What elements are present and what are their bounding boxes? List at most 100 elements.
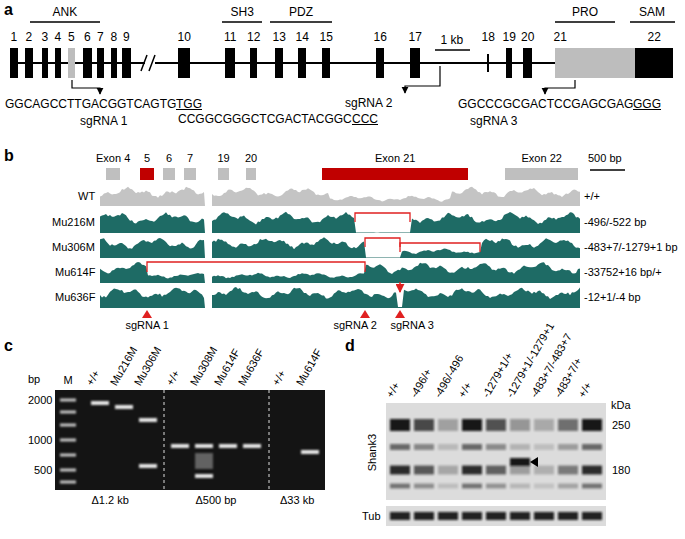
lane-label: +/+ [576,380,595,400]
ladder-band [60,399,76,402]
lane-label: -496/+ [408,366,435,400]
gel-band [243,444,261,448]
exon-box [505,168,578,180]
coverage-track [212,187,580,206]
scale-label: 500 bp [588,152,622,165]
deletion-arrow [399,282,401,292]
genotype-label: -496/-522 bp [584,216,646,229]
blot-band [558,444,578,450]
gel-band [195,474,213,478]
sample-name: Mu636F [55,291,95,304]
exon-number: 5 [68,30,75,44]
sample-name: Mu216M [52,216,95,229]
scale-label: 1 kb [441,33,464,47]
domain-bar [30,21,675,23]
scale-bar [435,49,470,51]
blot-band [582,484,602,489]
genotype-label: -483+7/-1279+1 bp [584,241,678,254]
size-marker: 250 [612,419,630,432]
deletion-bracket [400,243,480,252]
exon-box [218,168,229,180]
blot-band [486,484,506,489]
coverage-track [100,212,205,233]
coverage-track [100,187,205,206]
blot-band [486,466,506,475]
exon-number: 9 [123,30,130,44]
sample-name: WT [78,190,95,203]
pam-sequence: GGG [633,97,661,111]
panel-letter: d [345,336,355,355]
coverage-track [212,287,580,308]
panel-letter: b [4,146,14,165]
sgrna-label: sgRNA 2 [345,96,392,110]
exon-number: 16 [374,30,387,44]
deletion-label: Δ33 kb [280,494,314,507]
sgrna-label: sgRNA 3 [391,319,434,332]
blot-band [534,484,554,489]
exon-box [410,48,420,78]
exon-box [523,48,532,78]
exon-box [83,48,92,78]
blot-band [414,466,434,475]
exon-box [275,48,283,78]
exon-label: Exon 22 [522,152,562,165]
blot-band [438,444,458,450]
coverage-track [100,262,205,283]
exon-number: 2 [26,30,33,44]
exon-box [246,168,256,180]
exon-box [55,48,61,78]
blot-band [582,466,602,475]
coverage-track [212,237,580,258]
blot-band [462,444,482,450]
lane-label: +/+ [84,368,103,388]
blot-band [510,466,530,475]
blot-band [534,419,554,431]
blot-band [582,419,602,431]
lane-label: +/+ [164,368,183,388]
exon-box [184,168,196,180]
exon-box [250,48,257,78]
blot-band [486,419,506,431]
protein-label: Tub [362,510,381,523]
domain-label: PRO [572,5,598,19]
sgrna-pointer [72,80,100,94]
sgrna-marker [142,310,152,318]
lane-label: +/+ [270,368,289,388]
gel-band [139,418,157,422]
gel-image [55,390,325,490]
blot-band [558,419,578,431]
sgrna-sequence: CCGGCGGGCTCGACTACGGC [178,112,352,126]
exon-box [322,48,330,78]
blot-band [510,444,530,450]
sgrna-label: sgRNA 3 [470,114,517,128]
exon-box [298,48,306,78]
ladder-band [60,411,76,414]
sgrna-sequence: GGCAGCCTTGACGGTCAGTG [5,97,176,111]
blot-band [462,512,482,520]
exon-box [111,48,117,78]
gel-band [115,405,133,409]
exon-number: 7 [97,30,104,44]
sgrna-marker [395,310,405,318]
exon-box [10,48,18,78]
size-marker: 500 [34,464,52,477]
exon-box [163,168,175,180]
size-marker: 180 [612,464,630,477]
exon-number: 19 [503,30,516,44]
exon-number: 10 [178,30,191,44]
exon-box [25,48,33,78]
exon-number: 12 [247,30,260,44]
exon-number: 22 [648,30,661,44]
exon-number: 11 [224,30,236,44]
gel-band [219,444,237,448]
blot-image [386,506,606,526]
exon-box [506,48,512,78]
blot-band [582,512,602,520]
domain-label: SAM [639,5,665,19]
blot-band [534,512,554,520]
blot-band [558,512,578,520]
exon-box [106,168,120,180]
exon-number: 18 [482,30,495,44]
